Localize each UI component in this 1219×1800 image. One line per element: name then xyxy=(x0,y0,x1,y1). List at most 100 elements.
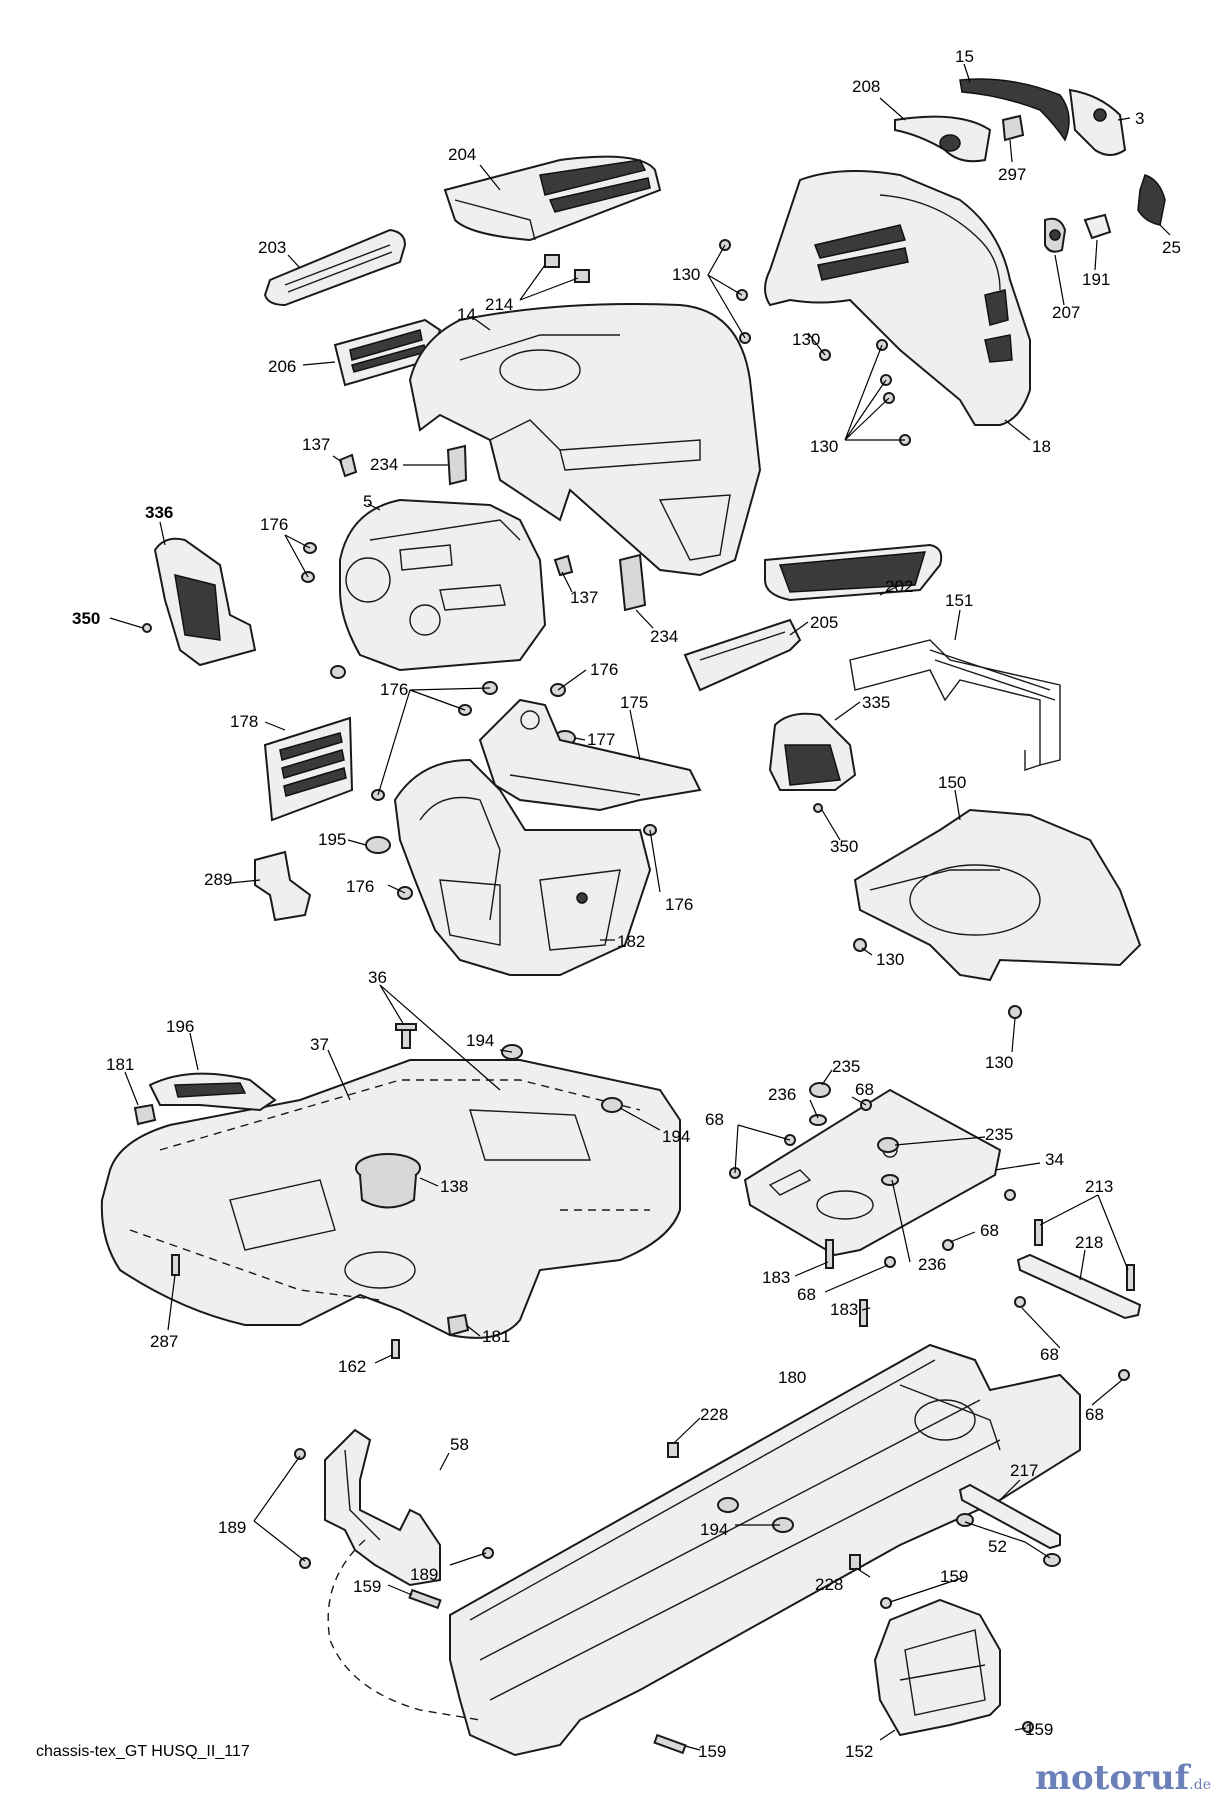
callout-58: 58 xyxy=(450,1435,469,1454)
brand-suffix: .de xyxy=(1189,1777,1211,1793)
callout-176-d: 176 xyxy=(346,877,374,896)
part-138-boot xyxy=(355,1153,421,1209)
callout-34: 34 xyxy=(1045,1150,1064,1169)
callout-176-b: 176 xyxy=(590,660,618,679)
part-189-screws xyxy=(294,1448,494,1569)
callout-206: 206 xyxy=(268,357,296,376)
callout-205: 205 xyxy=(810,613,838,632)
callout-203: 203 xyxy=(258,238,286,257)
callout-labels: 15 208 3 297 25 191 207 204 203 130 214 … xyxy=(72,47,1181,1761)
part-18-front-nose xyxy=(764,170,1031,426)
part-14-hood-body xyxy=(408,303,762,577)
part-234-decal-b xyxy=(618,553,647,612)
callout-202: 202 xyxy=(885,577,913,596)
callout-175: 175 xyxy=(620,693,648,712)
callout-234-a: 234 xyxy=(370,455,398,474)
callout-196: 196 xyxy=(166,1017,194,1036)
part-159-screws xyxy=(408,1588,1034,1755)
callout-218: 218 xyxy=(1075,1233,1103,1252)
callout-204: 204 xyxy=(448,145,476,164)
part-194-nuts-frame xyxy=(717,1497,794,1533)
part-205-trim xyxy=(683,618,802,692)
callout-37: 37 xyxy=(310,1035,329,1054)
part-297-bulb xyxy=(1001,114,1025,142)
part-213-bolts xyxy=(1034,1219,1135,1291)
callout-137-a: 137 xyxy=(302,435,330,454)
part-350-screw-a xyxy=(142,623,152,633)
diagram-code: chassis-tex_GT HUSQ_II_117 xyxy=(36,1743,250,1760)
part-137-clip-b xyxy=(553,554,574,577)
callout-236-b: 236 xyxy=(918,1255,946,1274)
part-218-strap xyxy=(1016,1253,1142,1320)
callout-130-b: 130 xyxy=(792,330,820,349)
part-36-bolt xyxy=(395,1023,417,1049)
leader-lines xyxy=(109,63,1171,1751)
part-137-clip-a xyxy=(338,453,358,478)
callout-130-d: 130 xyxy=(876,950,904,969)
brand-name: motoruf xyxy=(1035,1758,1190,1798)
part-195-plug xyxy=(365,836,391,854)
callout-228-a: 228 xyxy=(700,1405,728,1424)
callout-176-a: 176 xyxy=(260,515,288,534)
callout-228-b: 228 xyxy=(815,1575,843,1594)
part-15-strip xyxy=(959,78,1070,142)
callout-130-e: 130 xyxy=(985,1053,1013,1072)
callout-194-c: 194 xyxy=(700,1520,728,1539)
part-203-grille xyxy=(263,228,407,307)
part-25-trim xyxy=(1137,174,1166,226)
callout-335: 335 xyxy=(862,693,890,712)
callout-152: 152 xyxy=(845,1742,873,1761)
callout-180: 180 xyxy=(778,1368,806,1387)
callout-159-a: 159 xyxy=(353,1577,381,1596)
callout-195: 195 xyxy=(318,830,346,849)
part-335-side-panel xyxy=(768,712,857,791)
callout-137-b: 137 xyxy=(570,588,598,607)
callout-150: 150 xyxy=(938,773,966,792)
part-234-decal-a xyxy=(446,444,468,486)
callout-25: 25 xyxy=(1162,238,1181,257)
callout-235-b: 235 xyxy=(985,1125,1013,1144)
callout-194-a: 194 xyxy=(466,1031,494,1050)
callout-68-e: 68 xyxy=(1040,1345,1059,1364)
part-196-pedal-cover xyxy=(148,1072,277,1112)
part-202-grille xyxy=(764,543,943,602)
part-207-socket xyxy=(1044,217,1067,253)
callout-213: 213 xyxy=(1085,1177,1113,1196)
callout-194-b: 194 xyxy=(662,1127,690,1146)
part-150-floor-pan xyxy=(853,808,1142,982)
callout-234-b: 234 xyxy=(650,627,678,646)
callout-181-b: 181 xyxy=(482,1327,510,1346)
callout-181-a: 181 xyxy=(106,1055,134,1074)
part-214-clips xyxy=(544,254,590,283)
callout-36: 36 xyxy=(368,968,387,987)
callout-18: 18 xyxy=(1032,437,1051,456)
part-217-rod xyxy=(958,1483,1061,1550)
callout-52: 52 xyxy=(988,1537,1007,1556)
callout-336: 336 xyxy=(145,503,173,522)
callout-287: 287 xyxy=(150,1332,178,1351)
callout-350-b: 350 xyxy=(830,837,858,856)
part-175-bracket xyxy=(478,698,702,812)
callout-182: 182 xyxy=(617,932,645,951)
callout-208: 208 xyxy=(852,77,880,96)
callout-183-b: 183 xyxy=(830,1300,858,1319)
callout-151: 151 xyxy=(945,591,973,610)
part-34-mounting-plate xyxy=(743,1088,1002,1257)
callout-235-a: 235 xyxy=(832,1057,860,1076)
part-68-bolts xyxy=(729,1099,1130,1381)
callout-68-f: 68 xyxy=(1085,1405,1104,1424)
callout-214: 214 xyxy=(485,295,513,314)
callout-15: 15 xyxy=(955,47,974,66)
callout-217: 217 xyxy=(1010,1461,1038,1480)
callout-68-a: 68 xyxy=(855,1080,874,1099)
callout-14: 14 xyxy=(457,305,476,324)
callout-68-b: 68 xyxy=(705,1110,724,1129)
part-350-screw-b xyxy=(813,803,823,813)
callout-159-d: 159 xyxy=(698,1742,726,1761)
callout-138: 138 xyxy=(440,1177,468,1196)
callout-191: 191 xyxy=(1082,270,1110,289)
callout-159-b: 159 xyxy=(940,1567,968,1586)
part-228-bolts xyxy=(667,1442,861,1570)
part-287-screw xyxy=(171,1254,180,1276)
